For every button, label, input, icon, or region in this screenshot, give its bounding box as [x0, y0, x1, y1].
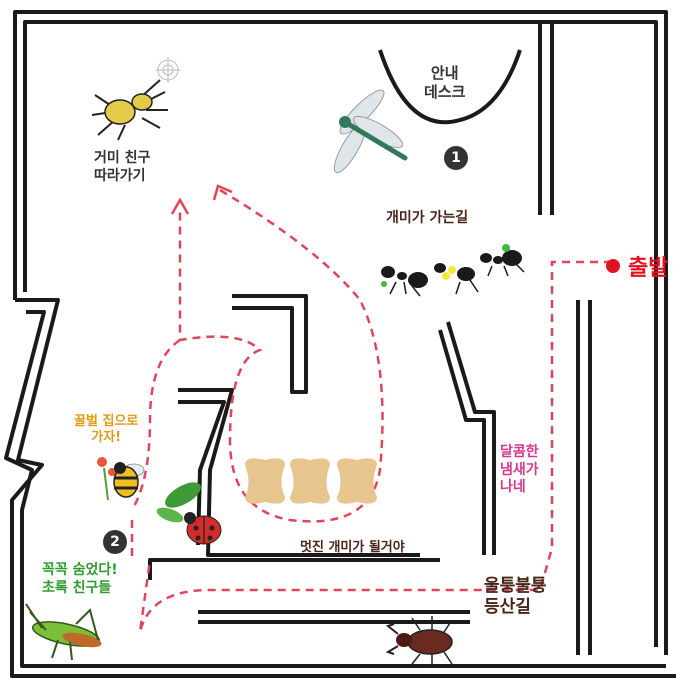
ant-icon: [381, 244, 525, 297]
leaf-icon: [156, 482, 201, 523]
bone-obstacle: [290, 458, 330, 504]
bumpy-trail-label: 울퉁불퉁 등산길: [484, 576, 547, 618]
ladybug-icon: [184, 512, 222, 545]
start-marker[interactable]: 출발: [606, 250, 668, 282]
route-path: [130, 188, 612, 633]
hidden-friends-label: 꼭꼭 숨었다! 초록 친구들: [42, 562, 118, 596]
follow-spider-label: 거미 친구 따라가기: [94, 150, 151, 184]
bone-obstacle: [245, 458, 285, 504]
cool-ant-label: 멋진 개미가 될거야: [300, 540, 405, 555]
maze-walls: [4, 10, 676, 678]
marker-2: 2: [103, 530, 127, 554]
start-label: 출발: [628, 256, 669, 281]
obstacles: [245, 458, 377, 504]
bee-icon: [113, 462, 145, 498]
spider-icon: [91, 57, 181, 141]
sweet-smell-label: 달콤한 냄새가 나네: [500, 444, 539, 495]
grasshopper-icon: [25, 603, 102, 661]
dragonfly-icon: [333, 89, 408, 174]
start-dot: [606, 259, 620, 273]
info-desk-label: 안내 데스크: [424, 64, 466, 101]
marker-1: 1: [444, 146, 468, 170]
ant-road-label: 개미가 가는길: [386, 210, 469, 226]
stag-beetle-icon: [385, 616, 453, 668]
route-arrows: [170, 184, 233, 215]
bee-house-label: 꿀벌 집으로 가자!: [74, 414, 139, 446]
bone-obstacle: [337, 458, 377, 504]
flower-icon: [97, 457, 116, 501]
